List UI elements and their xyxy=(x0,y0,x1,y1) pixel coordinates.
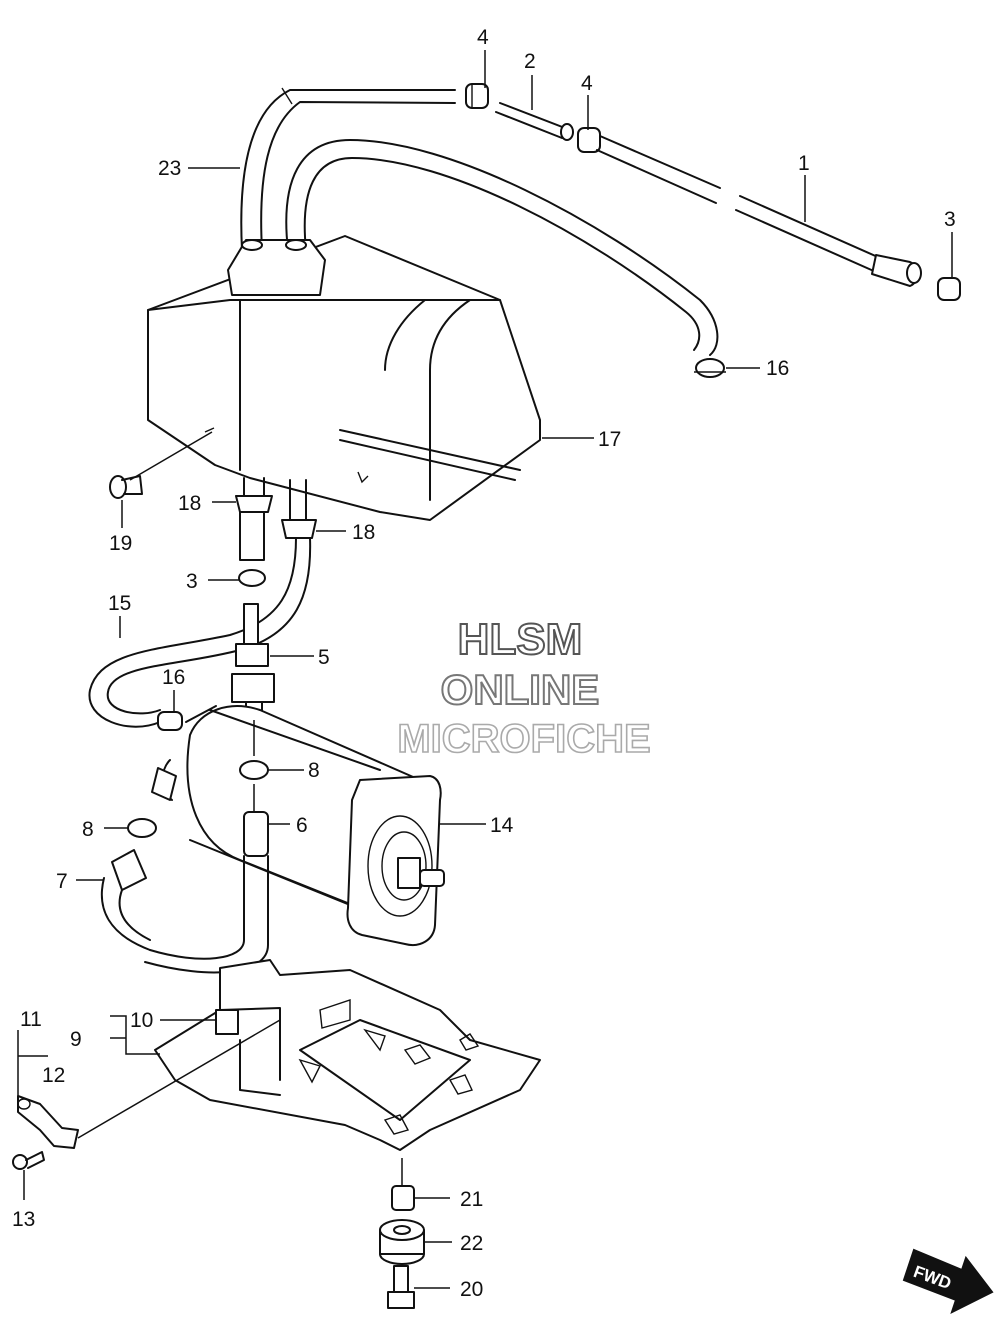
collar-21[interactable] xyxy=(391,1185,415,1211)
clamp-4-left[interactable] xyxy=(465,83,489,109)
hose-1[interactable] xyxy=(596,135,922,287)
callout-7: 7 xyxy=(56,870,68,893)
grommet-18-right[interactable] xyxy=(281,479,317,539)
clamp-3-mid[interactable] xyxy=(238,569,266,587)
callout-22: 22 xyxy=(460,1232,483,1255)
callout-numbers: 4 2 4 1 3 23 16 17 18 18 19 3 15 5 16 8 … xyxy=(12,26,956,1301)
callout-9: 9 xyxy=(70,1028,82,1051)
callout-4-left: 4 xyxy=(477,26,489,49)
fwd-arrow-icon: FWD xyxy=(902,1248,994,1314)
filter-14[interactable] xyxy=(151,705,445,946)
fitting-5[interactable] xyxy=(231,603,275,717)
oil-tank-17[interactable] xyxy=(147,235,541,521)
screw-19[interactable] xyxy=(109,475,143,499)
callout-23: 23 xyxy=(158,157,181,180)
callout-15: 15 xyxy=(108,592,131,615)
clamp-16-mid[interactable] xyxy=(157,705,217,731)
callout-10: 10 xyxy=(130,1009,153,1032)
callout-12: 12 xyxy=(42,1064,65,1087)
callout-18-right: 18 xyxy=(352,521,375,544)
callout-6: 6 xyxy=(296,814,308,837)
watermark-line-3: MICROFICHE xyxy=(397,717,650,761)
grommet-22[interactable] xyxy=(379,1219,425,1265)
pipe-6[interactable] xyxy=(144,811,269,974)
callout-1: 1 xyxy=(798,152,810,175)
callout-17: 17 xyxy=(598,428,621,451)
callout-20: 20 xyxy=(460,1278,483,1301)
callout-16-top: 16 xyxy=(766,357,789,380)
callout-14: 14 xyxy=(490,814,514,837)
callout-3-top: 3 xyxy=(944,208,956,231)
callout-4-right: 4 xyxy=(581,72,593,95)
pipe-2[interactable] xyxy=(495,102,574,141)
callout-3-mid: 3 xyxy=(186,570,198,593)
clamp-8-right[interactable] xyxy=(239,760,269,780)
clamp-8-left[interactable] xyxy=(127,818,157,838)
bracket-9[interactable] xyxy=(154,959,541,1151)
hose-15[interactable] xyxy=(88,537,312,728)
hose-7[interactable] xyxy=(100,849,151,951)
callout-13: 13 xyxy=(12,1208,35,1231)
callout-18-left: 18 xyxy=(178,492,201,515)
bolt-20[interactable] xyxy=(387,1265,415,1309)
callout-19: 19 xyxy=(109,532,132,555)
callout-16-mid: 16 xyxy=(162,666,185,689)
clamp-4-right[interactable] xyxy=(577,127,601,153)
hose-23[interactable] xyxy=(240,87,456,251)
cushion-10[interactable] xyxy=(215,1009,239,1035)
watermark: HLSM ONLINE MICROFICHE xyxy=(397,614,652,762)
clamp-3-top[interactable] xyxy=(937,277,961,301)
callout-21: 21 xyxy=(460,1188,483,1211)
callout-2: 2 xyxy=(524,50,536,73)
clamp-16-top[interactable] xyxy=(694,358,726,378)
hose-vent[interactable] xyxy=(285,139,719,356)
grommet-18-left[interactable] xyxy=(235,477,273,561)
watermark-line-2: ONLINE xyxy=(441,666,600,713)
watermark-line-1: HLSM xyxy=(458,615,583,664)
callout-11: 11 xyxy=(20,1008,42,1031)
screw-13[interactable] xyxy=(12,1151,45,1170)
leader-lines xyxy=(17,50,953,1289)
clamp-11-12[interactable] xyxy=(17,1095,79,1149)
callout-5: 5 xyxy=(318,646,330,669)
callout-8-right: 8 xyxy=(308,759,320,782)
callout-8-left: 8 xyxy=(82,818,94,841)
